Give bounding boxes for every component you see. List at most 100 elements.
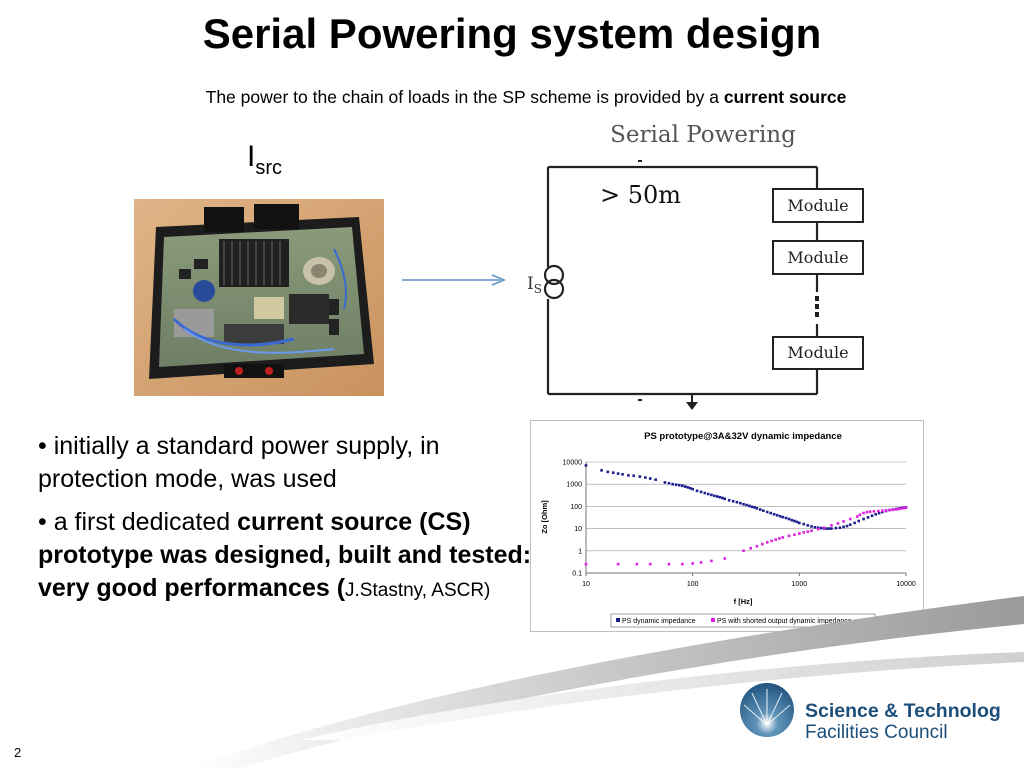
data-point-ps-impedance: [715, 495, 719, 498]
decorative-swoosh: [190, 596, 1024, 768]
data-point-ps-impedance: [781, 515, 785, 519]
subtitle-bold-text: current source: [723, 87, 847, 107]
data-point-ps-impedance: [874, 513, 878, 516]
data-point-ps-impedance: [866, 516, 870, 519]
data-point-ps-impedance: [644, 476, 647, 479]
data-point-ps-impedance: [703, 491, 707, 495]
x-axis-label: f [Hz]: [734, 597, 753, 606]
bullet-citation: J.Stastny, ASCR): [345, 580, 491, 601]
module-box: Module: [772, 336, 864, 370]
y-tick-label: 100: [570, 504, 582, 511]
data-point-ps-impedance: [798, 521, 801, 525]
data-point-ps-impedance: [816, 526, 820, 529]
data-point-shorted-output: [681, 562, 684, 566]
data-point-shorted-output: [872, 510, 876, 513]
legend-label-2: PS with shorted output dynamic impedance: [717, 618, 852, 625]
data-point-ps-impedance: [699, 490, 703, 494]
data-point-shorted-output: [699, 561, 703, 564]
data-point-shorted-output: [856, 515, 859, 518]
legend-marker-1: [616, 618, 620, 622]
isrc-label: Isrc: [247, 140, 282, 180]
data-point-ps-impedance: [706, 492, 710, 496]
slide-title: Serial Powering system design: [202, 10, 822, 57]
data-point-ps-impedance: [834, 526, 838, 530]
data-point-shorted-output: [894, 508, 897, 511]
data-point-ps-impedance: [691, 487, 694, 491]
data-point-ps-impedance: [648, 477, 652, 480]
data-point-shorted-output: [842, 520, 845, 523]
data-point-ps-impedance: [825, 527, 828, 530]
page-number: 2: [14, 745, 22, 760]
data-point-ps-impedance: [784, 516, 788, 520]
data-point-shorted-output: [899, 507, 903, 510]
y-tick-label: 1000: [566, 482, 582, 489]
x-tick-label: 100: [687, 581, 699, 588]
data-point-ps-impedance: [795, 520, 799, 524]
data-point-ps-impedance: [753, 506, 756, 509]
isrc-main: I: [247, 140, 256, 173]
data-point-ps-impedance: [793, 519, 796, 523]
data-point-shorted-output: [802, 531, 806, 534]
data-point-shorted-output: [778, 537, 781, 540]
slide-subtitle: The power to the chain of loads in the S…: [0, 87, 1024, 108]
data-point-ps-impedance: [745, 503, 748, 507]
data-point-shorted-output: [710, 559, 713, 563]
data-point-ps-impedance: [842, 525, 845, 529]
data-point-shorted-output: [691, 562, 694, 565]
source-label-main: I: [527, 274, 534, 294]
source-label-sub: S: [534, 282, 542, 296]
schematic-title: Serial Powering: [610, 122, 796, 148]
data-point-ps-impedance: [584, 464, 588, 467]
data-point-ps-impedance: [769, 511, 773, 515]
logo-line-2: Facilities Council: [805, 722, 948, 743]
module-box: Module: [772, 188, 864, 223]
y-tick-label: 10000: [563, 460, 583, 467]
isrc-sub: src: [255, 157, 283, 179]
data-point-ps-impedance: [750, 505, 754, 509]
data-point-ps-impedance: [638, 475, 642, 478]
data-point-ps-impedance: [663, 481, 667, 484]
data-point-shorted-output: [891, 508, 894, 512]
legend-label-1: PS dynamic impedance: [622, 618, 696, 625]
data-point-ps-impedance: [723, 497, 727, 501]
bullet-item: • initially a standard power supply, in …: [38, 432, 440, 493]
legend-marker-2: [711, 618, 715, 622]
data-point-ps-impedance: [755, 507, 759, 510]
data-point-ps-impedance: [790, 518, 794, 522]
data-point-ps-impedance: [654, 478, 657, 481]
data-point-shorted-output: [810, 529, 813, 533]
data-point-ps-impedance: [848, 523, 852, 526]
data-point-ps-impedance: [802, 522, 806, 526]
data-point-ps-impedance: [621, 472, 624, 476]
x-tick-label: 10000: [896, 581, 916, 588]
data-point-shorted-output: [774, 538, 777, 541]
data-point-ps-impedance: [877, 511, 881, 515]
data-point-ps-impedance: [718, 495, 722, 499]
data-point-ps-impedance: [830, 527, 833, 530]
chart-legend: PS dynamic impedance PS with shorted out…: [610, 613, 876, 628]
data-point-shorted-output: [868, 510, 872, 513]
data-point-ps-impedance: [857, 519, 860, 523]
module-box: Module: [772, 240, 864, 275]
right-arrow-icon: [402, 274, 506, 286]
data-point-ps-impedance: [810, 525, 813, 528]
data-point-shorted-output: [787, 534, 791, 538]
data-point-shorted-output: [723, 557, 727, 560]
y-axis-label: Zo [Ohm]: [540, 500, 549, 534]
data-point-shorted-output: [806, 530, 810, 533]
data-point-shorted-output: [902, 506, 905, 510]
data-point-shorted-output: [761, 542, 764, 546]
impedance-chart-svg: PS prototype@3A&32V dynamic impedance 10…: [540, 431, 916, 628]
data-point-ps-impedance: [695, 489, 699, 493]
logo-line-1: Science & Technology: [805, 700, 1000, 722]
data-point-ps-impedance: [739, 501, 742, 505]
data-point-ps-impedance: [713, 494, 716, 498]
data-point-ps-impedance: [819, 526, 823, 530]
bullet-item: • a first dedicated current source (CS) …: [38, 506, 538, 607]
data-point-shorted-output: [836, 522, 840, 525]
data-point-ps-impedance: [681, 484, 684, 488]
data-point-shorted-output: [865, 510, 869, 514]
data-point-ps-impedance: [627, 474, 630, 477]
data-point-ps-impedance: [671, 482, 675, 486]
